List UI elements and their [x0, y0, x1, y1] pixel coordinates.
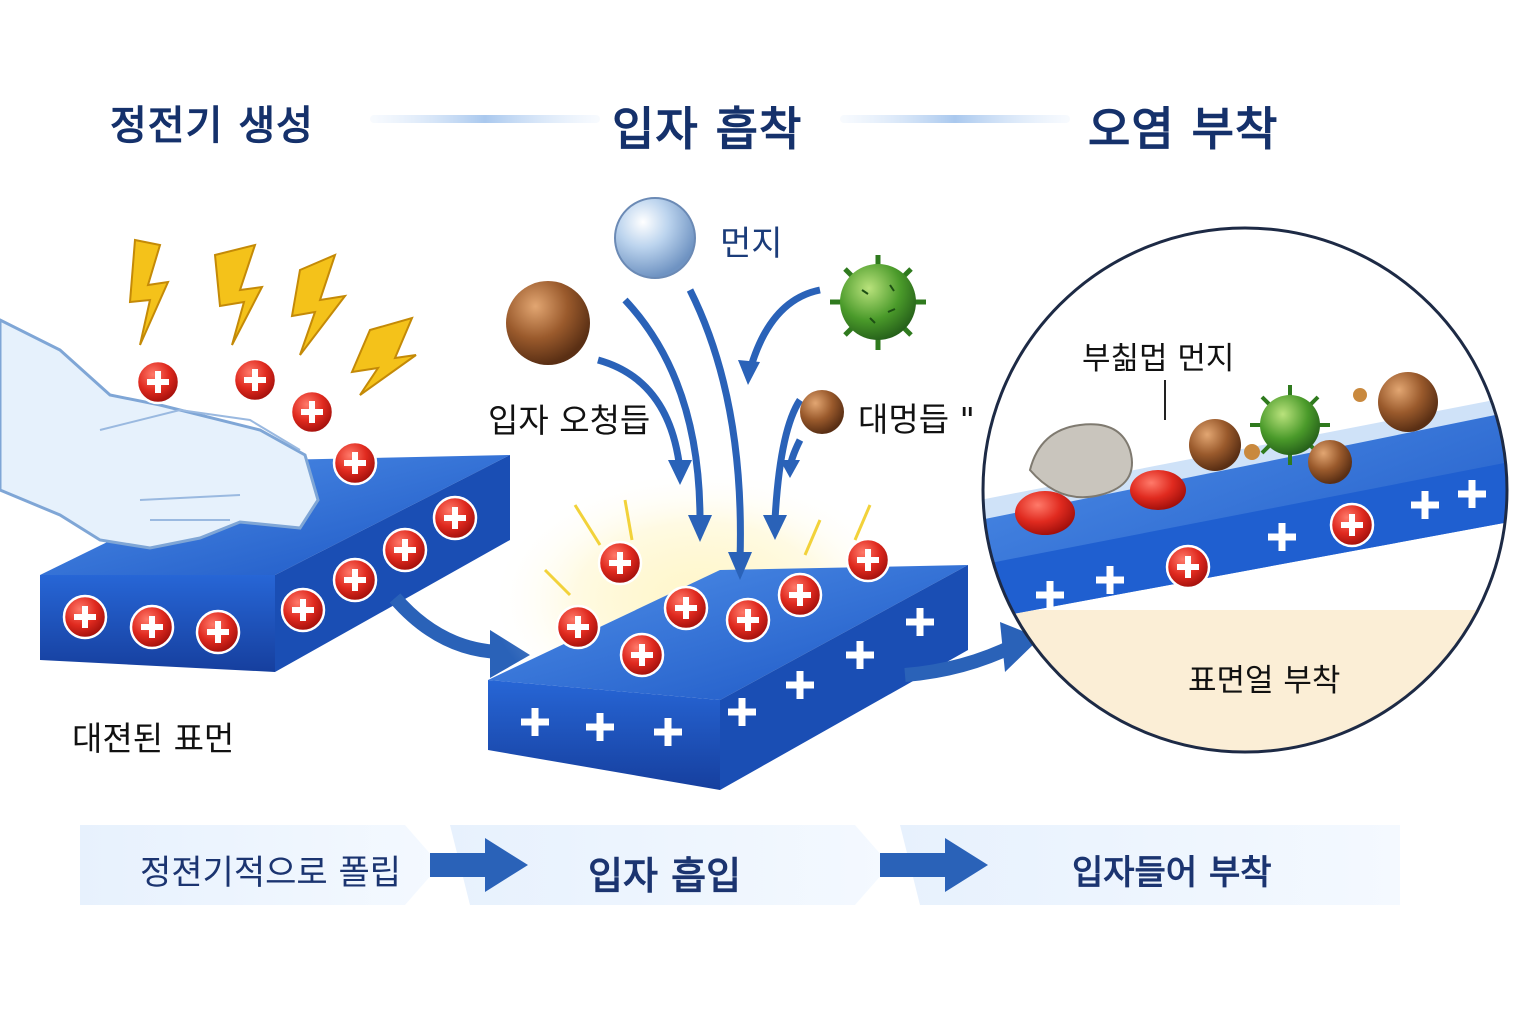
- particle-contaminants-label: 입자 오청듭: [488, 401, 651, 440]
- brown-particle-icon: [506, 281, 590, 365]
- charge-icon: [777, 572, 823, 618]
- lightning-bolt-icon: [213, 243, 264, 346]
- green-spiky-particle-icon: [1250, 385, 1330, 465]
- surface-adhesion-label: 표면얼 부착: [1188, 663, 1341, 699]
- charge-icon: [1165, 544, 1211, 590]
- tiny-particle-icon: [1353, 388, 1367, 402]
- attracting-slab-front: [488, 680, 720, 790]
- band-arrow-2: [880, 853, 950, 877]
- charge-icon: [195, 609, 241, 655]
- stage1-title: 정전기 생성: [110, 103, 314, 149]
- stage2-title: 입자 흡착: [612, 102, 803, 156]
- charge-icon: [232, 357, 278, 403]
- step1-chevron: [80, 825, 440, 905]
- flow-arrow-1: [389, 593, 501, 659]
- charge-icon: [1329, 502, 1375, 548]
- charged-surface-label: 대젼된 표먼: [72, 719, 235, 758]
- dust-label: 먼지: [720, 224, 783, 264]
- charge-icon: [280, 587, 326, 633]
- lightning-bolts: [128, 238, 417, 396]
- dust-particle-icon: [614, 197, 696, 279]
- bottom-band: [80, 825, 1400, 905]
- charge-icon: [135, 359, 181, 405]
- title-divider-2: [840, 115, 1070, 123]
- zoom-circle: [981, 226, 1509, 754]
- charge-icon: [62, 594, 108, 640]
- brown-particle-icon: [1308, 440, 1352, 484]
- band-arrow-2-head: [945, 838, 988, 892]
- charge-icon: [432, 495, 478, 541]
- charge-icon: [619, 632, 665, 678]
- charge-icon: [382, 527, 428, 573]
- large-particles-label: 대멍듭 ": [858, 400, 975, 439]
- charge-icon: [332, 440, 378, 486]
- stage3-title: 오염 부착: [1088, 102, 1279, 156]
- tiny-particle-icon: [1244, 444, 1260, 460]
- charge-icon: [845, 537, 891, 583]
- brown-particle-icon: [1378, 372, 1438, 432]
- charge-icon: [129, 604, 175, 650]
- attraction-arrows: [597, 286, 821, 561]
- fuzzy-dust-icon: [1028, 423, 1133, 499]
- stage1-illustration: [0, 238, 510, 672]
- adhered-dust-label: 부칢멉 먼지: [1082, 341, 1235, 377]
- charge-icon: [725, 597, 771, 643]
- step1-label: 정젼기적으로 폴립: [140, 853, 402, 893]
- attraction-arrowheads: [668, 360, 800, 580]
- red-particle-icon: [1015, 491, 1075, 535]
- green-spiky-particle-icon: [830, 255, 926, 350]
- lightning-bolt-icon: [290, 253, 348, 356]
- attracting-slab-top: [488, 565, 968, 700]
- charge-icon: [597, 540, 643, 586]
- lightning-bolt-icon: [128, 238, 170, 346]
- stage2-illustration: [488, 197, 968, 790]
- step3-chevron: [900, 825, 1400, 905]
- step3-label: 입자들어 부착: [1072, 853, 1272, 893]
- small-brown-particle-icon: [800, 390, 844, 434]
- charge-icon: [332, 557, 378, 603]
- charge-icon: [289, 389, 335, 435]
- lightning-bolt-icon: [350, 316, 417, 396]
- charge-icon: [663, 585, 709, 631]
- charge-icon: [555, 604, 601, 650]
- step2-label: 입자 흡입: [588, 854, 742, 898]
- title-divider-1: [370, 115, 600, 123]
- red-particle-icon: [1130, 470, 1186, 510]
- gloved-hand-icon: [0, 318, 320, 550]
- step2-chevron: [450, 825, 890, 905]
- brown-particle-icon: [1189, 419, 1241, 471]
- band-arrow-1-head: [485, 838, 528, 892]
- band-arrow-1: [430, 853, 490, 877]
